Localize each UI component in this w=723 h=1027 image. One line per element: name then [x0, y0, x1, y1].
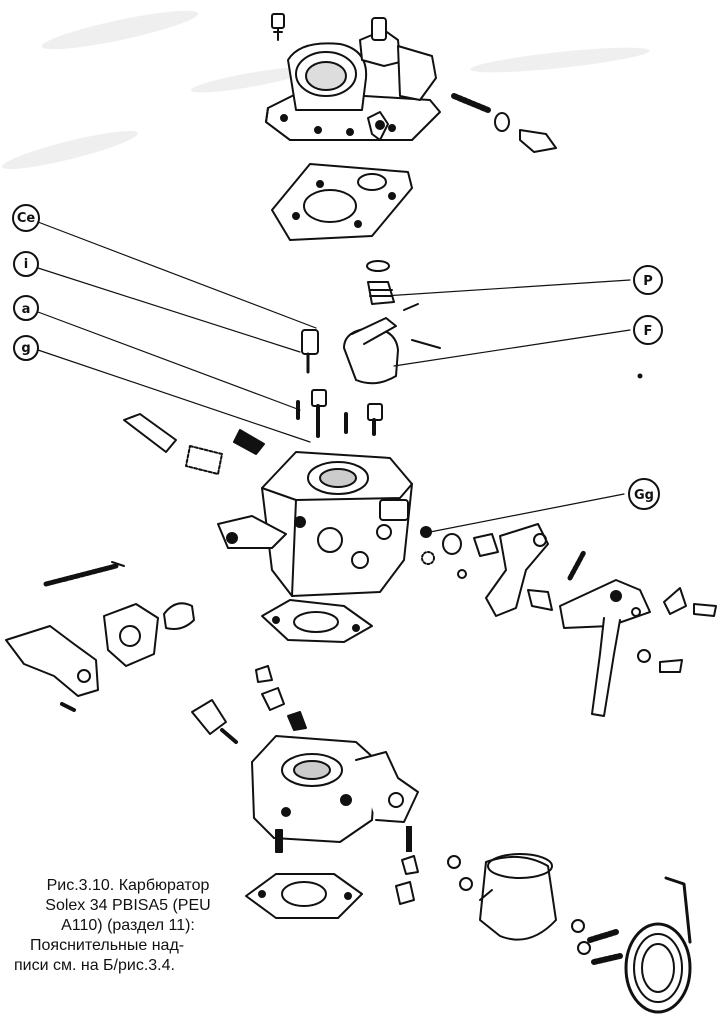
svg-text:i: i	[24, 257, 28, 272]
float-needle-valve	[366, 260, 395, 305]
bimetal-coil	[624, 876, 692, 1014]
callout-i: i	[13, 251, 39, 277]
svg-text:Gg: Gg	[634, 488, 654, 503]
caption-line-5: писи см. на Б/рис.3.4.	[14, 957, 175, 974]
callout-a: a	[13, 295, 39, 321]
callout-f: F	[633, 315, 663, 345]
jet-a	[344, 403, 383, 436]
idle-screw	[123, 413, 265, 475]
choke-bracket	[559, 579, 717, 717]
lower-clips	[395, 826, 473, 905]
leader-lines	[37, 221, 631, 533]
svg-text:g: g	[21, 341, 30, 356]
callout-gg: Gg	[628, 478, 660, 510]
float	[343, 303, 441, 385]
caption-line-2: Solex 34 PBISA5 (PEU	[45, 897, 211, 914]
throttle-lever	[485, 523, 587, 617]
callout-g: g	[13, 335, 39, 361]
svg-text:F: F	[644, 324, 653, 339]
link-rod	[43, 561, 125, 587]
svg-text:a: a	[22, 302, 31, 317]
figure-caption: Рис.3.10. Карбюратор Solex 34 PBISA5 (PE…	[8, 876, 248, 976]
jet-i	[296, 389, 327, 438]
air-valve-plunger	[191, 699, 238, 744]
base-gasket	[245, 829, 363, 919]
svg-text:Ce: Ce	[17, 211, 36, 226]
mid-gasket	[261, 599, 373, 643]
top-gasket	[271, 163, 413, 241]
caption-line-4: Пояснительные над-	[30, 937, 185, 954]
throttle-body	[251, 665, 419, 843]
scan-smudges	[2, 10, 650, 170]
pump-cover	[103, 602, 195, 667]
top-cover-needle-jet	[451, 93, 557, 153]
jet-ce	[301, 329, 319, 374]
caption-line-3: A110) (раздел 11):	[61, 917, 195, 934]
callout-p: P	[633, 265, 663, 295]
carburetor-top-cover	[265, 17, 441, 141]
callout-ce: Ce	[12, 204, 40, 232]
stray-dot	[637, 373, 643, 379]
choke-housing	[479, 853, 623, 965]
carburetor-body	[217, 451, 413, 597]
pump-lever	[5, 625, 99, 712]
top-cover-screw	[271, 13, 285, 41]
caption-line-1: Рис.3.10. Карбюратор	[46, 877, 210, 894]
body-small-parts	[420, 526, 499, 579]
svg-text:P: P	[643, 274, 653, 289]
